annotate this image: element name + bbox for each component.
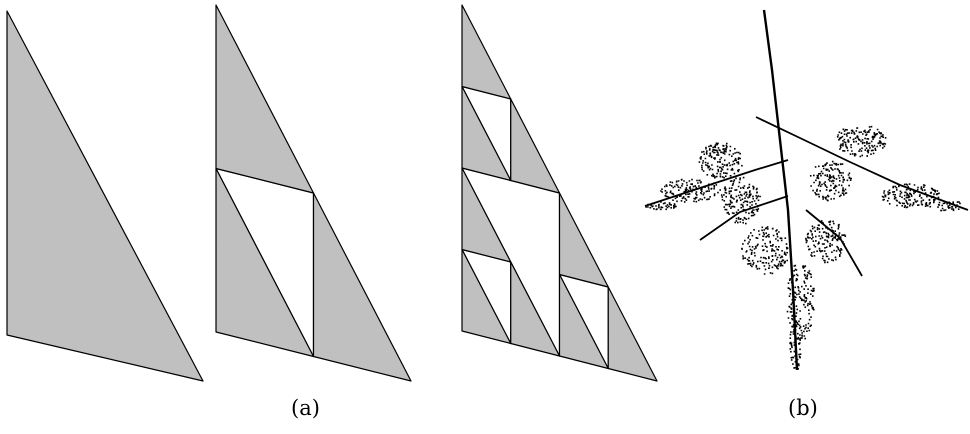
fern-leaves <box>645 126 961 370</box>
sierpinski-iteration-2 <box>462 5 657 381</box>
gray-triangle <box>314 193 412 381</box>
gray-triangle <box>560 193 609 287</box>
caption-b: (b) <box>788 396 818 420</box>
sierpinski-iteration-1 <box>216 5 411 381</box>
gray-triangle <box>216 5 314 193</box>
gray-triangle <box>608 287 657 381</box>
gray-triangle <box>462 5 511 99</box>
sierpinski-iteration-0 <box>7 11 203 381</box>
fern-branch <box>645 160 788 206</box>
gray-triangle <box>511 99 560 193</box>
fern-branch <box>806 210 862 276</box>
caption-a: (a) <box>291 396 320 420</box>
gray-triangle <box>7 11 203 381</box>
fractal-fern <box>645 10 968 370</box>
